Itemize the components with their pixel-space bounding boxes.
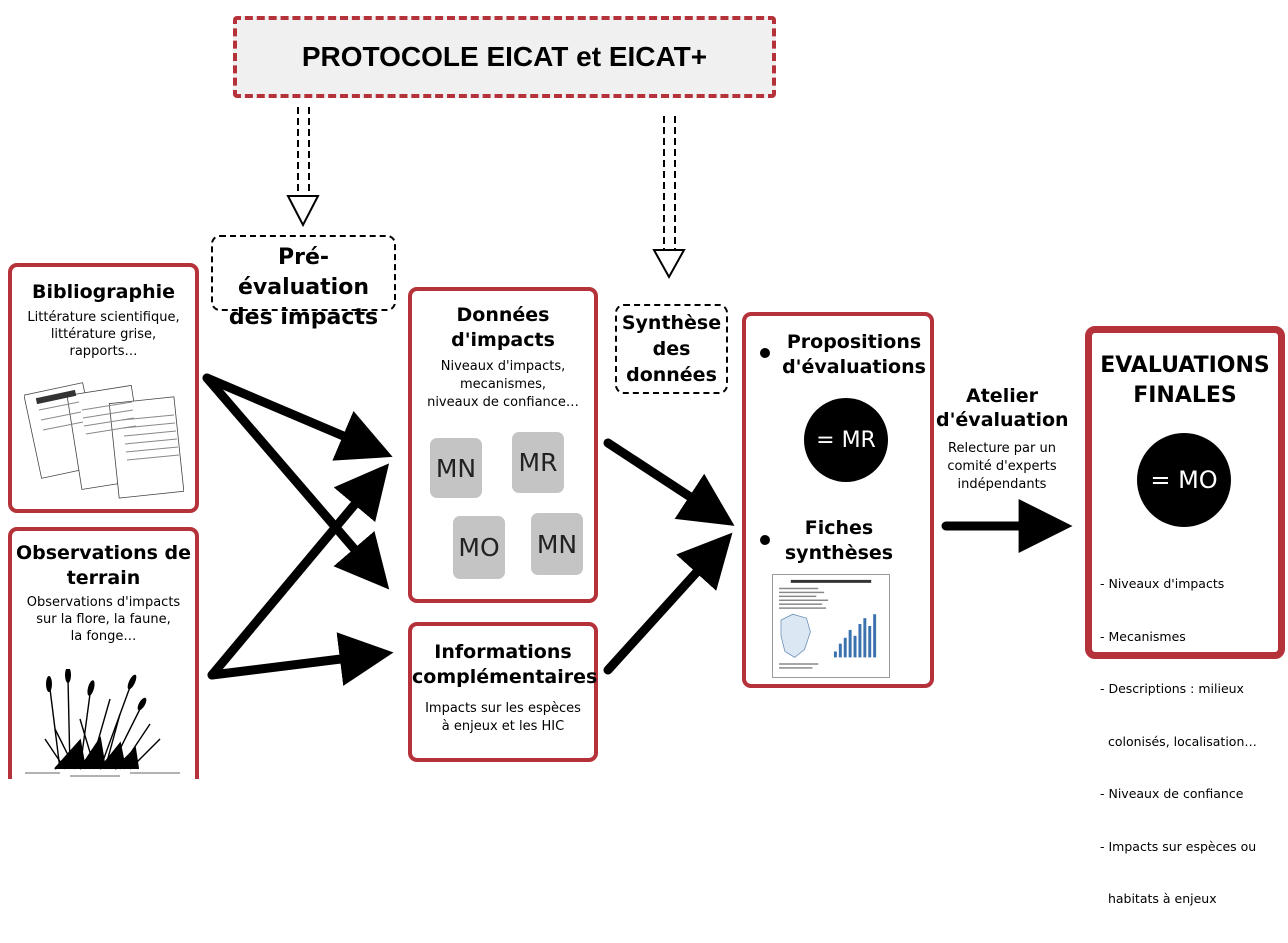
impact-chip: MN — [430, 438, 482, 498]
atelier-title-line2: d'évaluation — [936, 409, 1069, 431]
impact-chip: MN — [531, 513, 583, 575]
pre-evaluation-label: Pré-évaluation des impacts — [211, 235, 396, 330]
propositions-box: Propositions d'évaluations = MR Fiches s… — [742, 312, 934, 688]
connector-arrows — [202, 107, 1073, 686]
bibliographie-title: Bibliographie — [32, 281, 175, 303]
bibliographie-line: Littérature scientifique, — [27, 310, 180, 325]
atelier-line: indépendants — [957, 477, 1047, 492]
bullet-fiches — [760, 535, 770, 545]
observations-title-line2: terrain — [66, 567, 141, 589]
informations-title-line2: complémentaires — [412, 666, 598, 688]
arrow-donnees-to-propositions — [603, 438, 735, 526]
bibliographie-box: Bibliographie Littérature scientifique, … — [8, 263, 199, 513]
impact-chip: MR — [512, 432, 564, 493]
informations-title-line1: Informations — [434, 641, 572, 663]
informations-line: à enjeux et les HIC — [441, 719, 565, 734]
observations-box: Observations de terrain Observations d'i… — [8, 527, 199, 779]
donnees-line: mecanismes, — [460, 377, 546, 392]
informations-line: Impacts sur les espèces — [425, 701, 581, 716]
finales-item: habitats à enjeux — [1100, 891, 1217, 906]
finales-item: - Niveaux de confiance — [1100, 786, 1244, 801]
propositions-title-line1: Propositions — [786, 331, 922, 353]
arrow-obs-to-informations — [207, 632, 394, 686]
bibliographie-line: littérature grise, — [50, 327, 157, 342]
donnees-line: Niveaux d'impacts, — [440, 359, 566, 374]
informations-box: Informations complémentaires Impacts sur… — [408, 622, 598, 762]
pre-eval-line2: des impacts — [228, 305, 379, 330]
synthese-line3: données — [626, 364, 717, 386]
observations-line: la fonge… — [70, 629, 137, 644]
atelier-label: Atelier d'évaluation Relecture par un co… — [936, 384, 1069, 494]
fiches-line2: synthèses — [784, 542, 894, 564]
pre-eval-line1: Pré-évaluation — [238, 245, 369, 300]
arrow-obs-to-donnees — [207, 463, 390, 680]
donnees-line: niveaux de confiance… — [427, 395, 579, 410]
finales-item: - Niveaux d'impacts — [1100, 576, 1225, 591]
impact-chip: MO — [453, 516, 505, 579]
synthese-label: Synthèse des données — [615, 304, 728, 394]
bibliographie-line: rapports… — [69, 344, 138, 359]
finales-circle-label: = MO — [1150, 466, 1218, 494]
atelier-title-line1: Atelier — [966, 385, 1038, 407]
synthese-line2: des — [652, 338, 691, 360]
documents-illustration — [24, 382, 184, 499]
finales-title-line2: FINALES — [1133, 383, 1237, 408]
observations-line: Observations d'impacts — [26, 595, 181, 610]
donnees-impacts-box: Données d'impacts Niveaux d'impacts, mec… — [408, 287, 598, 603]
finales-item: - Descriptions : milieux — [1100, 681, 1244, 696]
observations-title-line1: Observations de — [15, 542, 192, 564]
donnees-title-line1: Données — [456, 304, 550, 326]
atelier-line: Relecture par un — [948, 441, 1056, 456]
synthese-line1: Synthèse — [621, 312, 722, 334]
finales-circle: = MO — [1137, 433, 1231, 527]
fiches-line1: Fiches — [804, 517, 874, 539]
donnees-title-line2: d'impacts — [451, 329, 555, 351]
protocol-arrow-left — [286, 107, 320, 228]
fiche-thumbnail — [772, 574, 890, 678]
bullet-propositions — [760, 348, 770, 358]
propositions-circle: = MR — [804, 398, 888, 482]
propositions-circle-label: = MR — [816, 427, 876, 453]
atelier-line: comité d'experts — [947, 459, 1057, 474]
protocol-title: PROTOCOLE EICAT et EICAT+ — [301, 41, 708, 72]
finales-title-line1: EVALUATIONS — [1100, 353, 1270, 378]
finales-item: - Impacts sur espèces ou — [1100, 838, 1257, 854]
finales-item: colonisés, localisation… — [1100, 733, 1257, 749]
protocol-banner: PROTOCOLE EICAT et EICAT+ — [233, 16, 776, 98]
observations-line: sur la flore, la faune, — [36, 612, 171, 627]
protocol-arrow-right — [652, 116, 686, 280]
arrow-informations-to-propositions — [603, 532, 733, 675]
reeds-illustration — [25, 669, 180, 777]
arrow-biblio-to-informations — [202, 373, 390, 590]
finales-item: - Mecanismes — [1100, 628, 1186, 644]
arrow-biblio-to-donnees — [202, 373, 393, 461]
propositions-title-line2: d'évaluations — [782, 356, 926, 378]
evaluations-finales-box: EVALUATIONS FINALES = MO - Niveaux d'imp… — [1085, 326, 1285, 906]
